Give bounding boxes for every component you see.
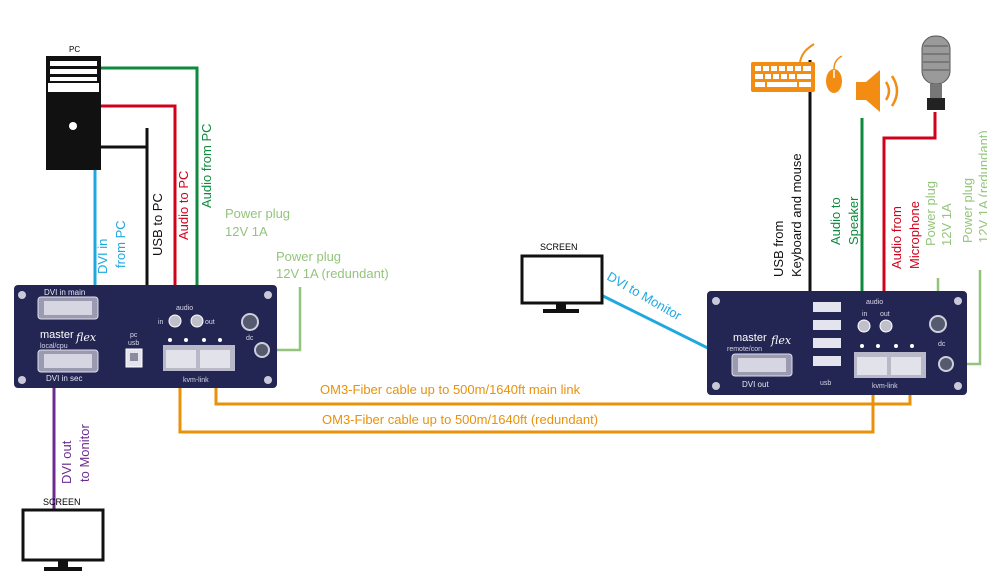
remote-audio-out-jack (879, 319, 893, 333)
dvi-in-main-port (37, 296, 99, 320)
remote-audio-in-jack (857, 319, 871, 333)
pc-tower-icon (46, 56, 101, 170)
power-plug-remote-1a: Power plug (923, 181, 938, 246)
usb-to-pc-label: USB to PC (150, 193, 165, 256)
usb-from-label-1: USB from (771, 221, 786, 277)
remote-kvm-link-ports (854, 344, 926, 378)
fiber-main-label: OM3-Fiber cable up to 500m/1640ft main l… (320, 382, 581, 397)
local-pc-usb-label-2: usb (128, 340, 139, 347)
fiber-redundant-label: OM3-Fiber cable up to 500m/1640ft (redun… (322, 412, 598, 427)
audio-out-cable (98, 66, 199, 322)
mouse-icon (826, 55, 843, 93)
dvi-in-label-1: DVI in (95, 239, 110, 274)
remote-dvi-out-label: DVI out (742, 380, 769, 389)
local-dvi-in-main-label: DVI in main (44, 288, 85, 297)
remote-kvm-link-label: kvm-link (872, 383, 898, 390)
dvi-in-label-2: from PC (113, 220, 128, 268)
power-plug-remote-2a: Power plug (960, 178, 975, 243)
audio-from-pc-label: Audio from PC (199, 123, 214, 208)
audio-to-speaker-label-1: Audio to (828, 197, 843, 245)
dvi-in-sec-port (37, 349, 99, 373)
remote-subtitle: remote/con (727, 346, 762, 353)
fiber-redundant-cable (178, 372, 875, 434)
audio-out-jack (190, 314, 204, 328)
remote-brand-flex: flex (770, 334, 792, 347)
local-pc-usb-label-1: pc (130, 332, 138, 339)
usb-ports (813, 302, 841, 366)
remote-audio-in-label: in (862, 311, 868, 318)
dc-jack-1 (241, 313, 259, 331)
remote-audio-label: audio (866, 299, 883, 306)
pc-label: PC (69, 45, 80, 54)
local-dc-label: dc (246, 335, 254, 342)
power-plug-local-1b: 12V 1A (225, 224, 268, 239)
local-audio-out-label: out (205, 319, 215, 326)
local-brand-master: master (40, 329, 74, 341)
power-plug-local-2a: Power plug (276, 249, 341, 264)
local-device: master flex (14, 285, 277, 388)
kvm-link-ports (163, 338, 235, 371)
audio-in-cable (98, 104, 177, 322)
microphone-icon (921, 35, 951, 110)
local-audio-label: audio (176, 305, 193, 312)
local-screen-label: SCREEN (43, 497, 81, 507)
screen-icon (21, 508, 105, 571)
power-plug-remote-2b: 12V 1A (redundant) (976, 130, 987, 243)
local-subtitle: local/cpu (40, 343, 68, 350)
speaker-icon (856, 70, 899, 112)
dvi-out-port (731, 353, 793, 377)
local-audio-in-label: in (158, 319, 164, 326)
local-dvi-in-sec-label: DVI in sec (46, 374, 82, 383)
dc-jack-2 (254, 342, 270, 358)
remote-dc-jack-2 (938, 356, 954, 372)
audio-to-speaker-label-2: Speaker (846, 196, 861, 245)
local-kvm-link-label: kvm-link (183, 377, 209, 384)
local-brand-flex: flex (75, 331, 97, 344)
dvi-out-label-1: DVI out (59, 440, 74, 484)
power-plug-remote-1b: 12V 1A (939, 203, 954, 246)
audio-mic-cable (882, 112, 937, 312)
remote-dc-jack-1 (929, 315, 947, 333)
remote-brand-master: master (733, 332, 767, 344)
remote-device: master flex (707, 291, 967, 395)
remote-audio-out-label: out (880, 311, 890, 318)
keyboard-icon (751, 43, 815, 92)
remote-screen-label: SCREEN (540, 242, 578, 252)
usb-from-label-2: Keyboard and mouse (789, 153, 804, 277)
audio-to-pc-label: Audio to PC (176, 171, 191, 240)
audio-from-mic-label-2: Microphone (907, 201, 922, 269)
power-plug-local-1a: Power plug (225, 206, 290, 221)
dvi-out-label-2: to Monitor (77, 424, 92, 482)
remote-usb-label: usb (820, 380, 831, 387)
audio-in-jack (168, 314, 182, 328)
screen-icon (520, 254, 604, 313)
remote-dc-label: dc (938, 341, 946, 348)
power-plug-local-2b: 12V 1A (redundant) (276, 266, 389, 281)
audio-from-mic-label-1: Audio from (889, 206, 904, 269)
